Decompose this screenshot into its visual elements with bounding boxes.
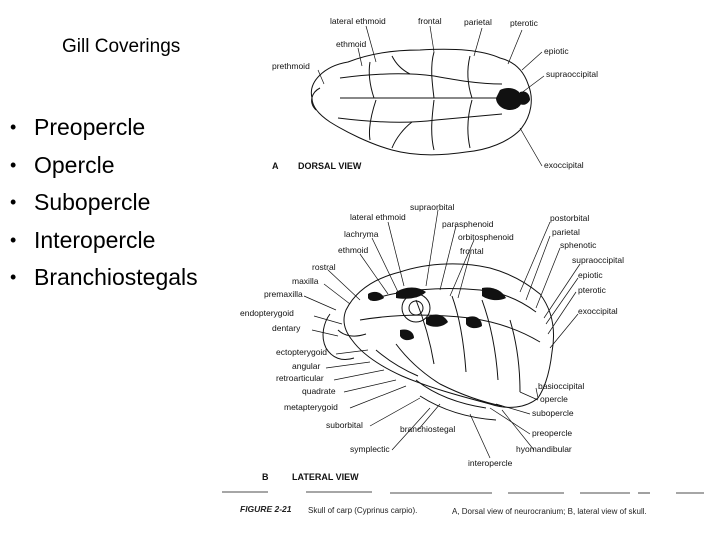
caption-rules	[222, 492, 704, 493]
label-exoccipital: exoccipital	[544, 160, 584, 170]
label-parietal: parietal	[464, 17, 492, 27]
label-lateral-ethmoid: lateral ethmoid	[330, 16, 386, 26]
bullet-icon: •	[10, 262, 16, 293]
label-suborbital: suborbital	[326, 420, 363, 430]
label-quadrate: quadrate	[302, 386, 336, 396]
lateral-dark-regions	[368, 287, 506, 340]
bullet-icon: •	[10, 150, 16, 181]
label-epiotic-b: epiotic	[578, 270, 603, 280]
slide-title: Gill Coverings	[62, 36, 180, 58]
bullet-text: Subopercle	[34, 189, 150, 215]
label-epiotic: epiotic	[544, 46, 569, 56]
bullet-text: Opercle	[34, 152, 115, 178]
label-rostral: rostral	[312, 262, 336, 272]
lateral-view-letter: B	[262, 472, 269, 482]
bullet-item: • Interopercle	[10, 225, 198, 263]
label-frontal: frontal	[418, 16, 442, 26]
caption-species: Skull of carp (Cyprinus carpio).	[308, 506, 417, 515]
label-symplectic: symplectic	[350, 444, 390, 454]
label-retroarticular: retroarticular	[276, 373, 324, 383]
bullet-item: • Opercle	[10, 150, 198, 188]
skull-figure: lateral ethmoid frontal parietal pteroti…	[220, 0, 720, 540]
label-postorbital: postorbital	[550, 213, 589, 223]
label-basioccipital: basioccipital	[538, 381, 584, 391]
label-supraoccipital-b: supraoccipital	[572, 255, 624, 265]
label-metapterygoid: metapterygoid	[284, 402, 338, 412]
bullet-text: Branchiostegals	[34, 264, 198, 290]
caption-text: A, Dorsal view of neurocranium; B, later…	[452, 507, 647, 516]
dorsal-supraoccipital-shading	[496, 88, 530, 110]
lateral-view-title: LATERAL VIEW	[292, 472, 359, 482]
lateral-skull-drawing	[323, 264, 553, 420]
label-hyomandibular: hyomandibular	[516, 444, 572, 454]
caption-figure-number: FIGURE 2-21	[240, 504, 292, 514]
bullet-text: Preopercle	[34, 114, 145, 140]
label-frontal-b: frontal	[460, 246, 484, 256]
label-orbitosphenoid: orbitosphenoid	[458, 232, 514, 242]
label-pterotic-b: pterotic	[578, 285, 607, 295]
label-branchiostegal: branchiostegal	[400, 424, 455, 434]
label-exoccipital-b: exoccipital	[578, 306, 618, 316]
label-preopercle: preopercle	[532, 428, 572, 438]
label-ethmoid-b: ethmoid	[338, 245, 369, 255]
bullet-text: Interopercle	[34, 227, 155, 253]
label-maxilla: maxilla	[292, 276, 319, 286]
label-ethmoid: ethmoid	[336, 39, 367, 49]
label-supraorbital: supraorbital	[410, 202, 455, 212]
bullet-list: • Preopercle • Opercle • Subopercle • Intero…	[10, 112, 198, 300]
bullet-icon: •	[10, 112, 16, 143]
label-prethmoid: prethmoid	[272, 61, 310, 71]
label-angular: angular	[292, 361, 321, 371]
label-dentary: dentary	[272, 323, 301, 333]
label-lateral-ethmoid-b: lateral ethmoid	[350, 212, 406, 222]
label-ectopterygoid: ectopterygoid	[276, 347, 327, 357]
bullet-icon: •	[10, 187, 16, 218]
label-interopercle: interopercle	[468, 458, 513, 468]
label-endopterygoid: endopterygoid	[240, 308, 294, 318]
label-parietal-b: parietal	[552, 227, 580, 237]
bullet-icon: •	[10, 225, 16, 256]
label-parasphenoid: parasphenoid	[442, 219, 494, 229]
label-opercle: opercle	[540, 394, 568, 404]
label-subopercle: subopercle	[532, 408, 574, 418]
bullet-item: • Subopercle	[10, 187, 198, 225]
label-supraoccipital: supraoccipital	[546, 69, 598, 79]
bullet-item: • Branchiostegals	[10, 262, 198, 300]
label-premaxilla: premaxilla	[264, 289, 303, 299]
label-pterotic: pterotic	[510, 18, 539, 28]
dorsal-view-title: DORSAL VIEW	[298, 161, 362, 171]
skull-diagram: lateral ethmoid frontal parietal pteroti…	[220, 0, 720, 540]
dorsal-view-letter: A	[272, 161, 279, 171]
bullet-item: • Preopercle	[10, 112, 198, 150]
label-lachryma: lachryma	[344, 229, 379, 239]
label-sphenotic: sphenotic	[560, 240, 597, 250]
